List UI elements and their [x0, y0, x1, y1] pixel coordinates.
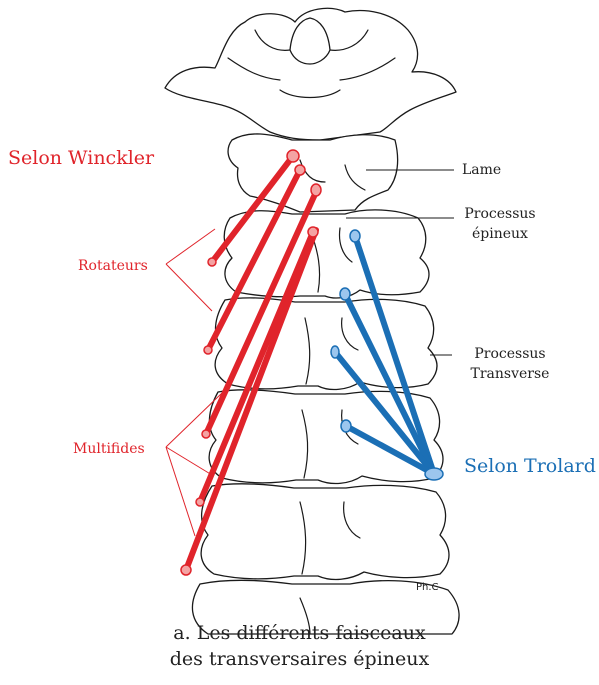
trolard-label: Selon Trolard	[464, 455, 596, 477]
vertebral-column	[165, 8, 459, 634]
rotateurs-label: Rotateurs	[78, 258, 148, 274]
processus-transverse-label-1: Processus	[474, 346, 545, 362]
winckler-label: Selon Winckler	[8, 147, 155, 169]
processus-epineux-label-1: Processus	[464, 206, 535, 222]
lame-label: Lame	[462, 162, 501, 178]
caption-line-2: des transversaires épineux	[0, 648, 599, 670]
caption-line-1: a. Les différents faisceaux	[0, 622, 599, 644]
processus-epineux-label-2: épineux	[472, 226, 528, 242]
signature: Ph.C	[416, 582, 439, 593]
processus-transverse-label-2: Transverse	[471, 366, 550, 382]
multifides-label: Multifides	[73, 441, 145, 457]
c6-vertebra	[201, 484, 449, 580]
rotateurs-leaders	[166, 229, 215, 311]
cervical-spine-diagram: Selon Winckler Selon Trolard Rotateurs M…	[0, 0, 599, 640]
